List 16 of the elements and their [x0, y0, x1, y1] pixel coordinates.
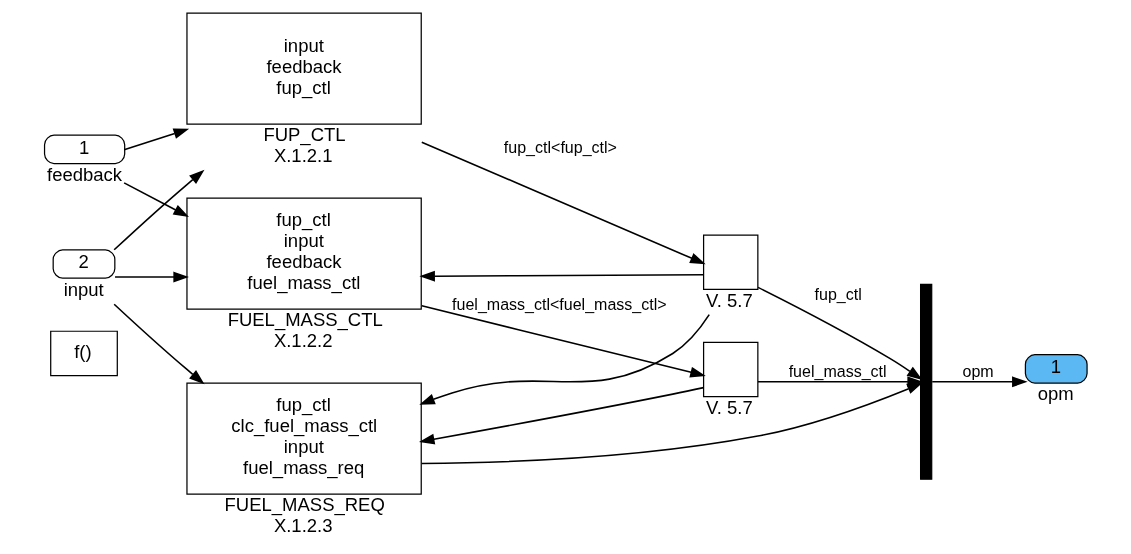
edge-label: fuel_mass_ctl<fuel_mass_ctl>: [452, 294, 667, 313]
node-label: FUEL_MASS_CTL: [227, 309, 383, 331]
node-label: FUEL_MASS_REQ: [224, 494, 385, 516]
node-label: input: [63, 278, 104, 300]
node-label: opm: [1037, 383, 1074, 405]
node-label: feedback: [47, 163, 123, 185]
node-label: X.1.2.3: [273, 515, 333, 537]
node-label: X.1.2.2: [273, 330, 333, 352]
node-label: X.1.2.1: [273, 145, 333, 167]
node-label: V. 5.7: [706, 396, 753, 418]
edge-label: opm: [962, 362, 994, 381]
edge-label: fup_ctl<fup_ctl>: [503, 137, 617, 156]
node-label: V. 5.7: [706, 289, 753, 311]
edge-label: fuel_mass_ctl: [788, 362, 887, 381]
edge-label: fup_ctl: [814, 284, 862, 303]
node-label: FUP_CTL: [263, 124, 346, 146]
